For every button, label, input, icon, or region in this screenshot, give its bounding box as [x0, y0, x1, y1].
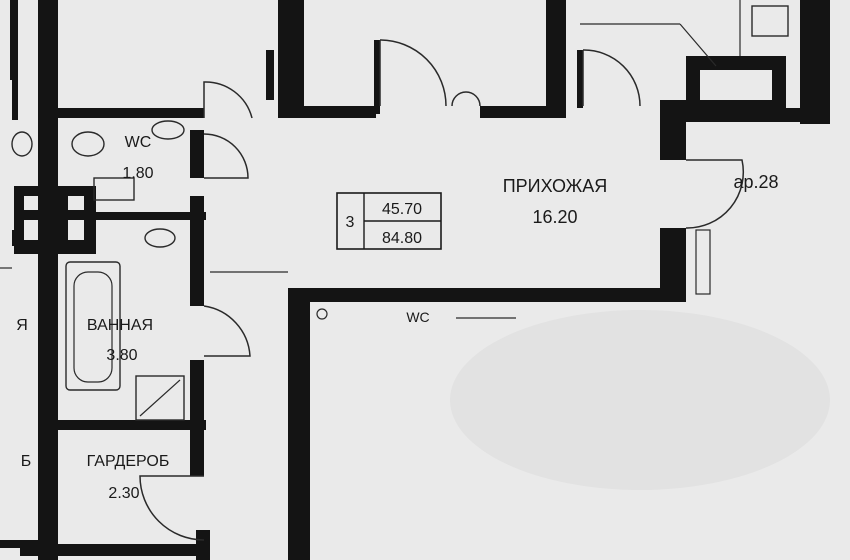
wall-partition-3	[14, 240, 96, 254]
wall-left-thin	[12, 80, 18, 120]
wall-kitchen-top	[686, 56, 786, 70]
door-arc-closet	[379, 39, 447, 107]
wall-partition-2	[14, 210, 96, 220]
door-arc-small	[451, 91, 481, 107]
sink-wc	[151, 120, 185, 140]
total-area: 84.80	[382, 230, 422, 247]
door-arc-wardrobe	[139, 475, 205, 541]
entrance-jamb	[695, 229, 711, 295]
wc-faded-label: WC	[406, 309, 429, 325]
kitchen-sink	[751, 5, 789, 37]
wall-stub-left	[12, 230, 22, 246]
shower-tray	[135, 375, 185, 421]
wardrobe-name: ГАРДЕРОБ	[87, 453, 170, 470]
wc-name: WC	[125, 134, 152, 151]
wall-lower-room-left	[288, 288, 310, 560]
apartment-number: ap.28	[733, 172, 778, 192]
wall-top-left-stub	[10, 0, 18, 80]
wall-bottom-left	[0, 540, 40, 548]
wall-partition-4	[14, 186, 24, 254]
hall-name: ПРИХОЖАЯ	[503, 176, 608, 196]
wall-wc-right-upper	[190, 130, 204, 178]
wc-area: 1.80	[122, 165, 153, 182]
door-arc-bath	[203, 305, 251, 357]
wall-left-exterior	[38, 0, 58, 560]
left-b-fragment: Б	[21, 453, 32, 470]
hall-area: 16.20	[532, 207, 577, 227]
wall-partition-1	[14, 186, 96, 196]
bath-name: ВАННАЯ	[87, 317, 153, 334]
wall-wc-top	[58, 108, 204, 118]
sink-bath	[144, 228, 176, 248]
shadow-smudge	[450, 310, 830, 490]
bathtub	[65, 261, 121, 391]
door-arc-top-left	[203, 81, 253, 119]
wall-partition-6	[58, 186, 68, 254]
wall-right-col-lower	[660, 228, 686, 292]
wall-right-exterior	[800, 0, 830, 124]
left-edge-fragment: Я	[16, 317, 28, 334]
area-box: 3 45.70 84.80	[336, 192, 442, 250]
wall-bath-bottom	[58, 420, 206, 430]
wall-hall-bottom	[288, 288, 686, 302]
wall-top-mid	[278, 0, 304, 118]
wardrobe-area: 2.30	[108, 485, 139, 502]
wall-hall-top-2	[480, 106, 566, 118]
door-arc-wc	[203, 133, 249, 179]
wall-wc-right-mid	[190, 196, 204, 306]
wall-right-door-jamb	[577, 50, 583, 108]
wall-hall-top-1	[296, 106, 376, 118]
rooms-count: 3	[346, 214, 355, 231]
wall-bath-right-lower	[190, 360, 204, 420]
room-labels: WC 1.80 ПРИХОЖАЯ 16.20 ap.28 ВАННАЯ 3.80…	[16, 134, 778, 502]
wall-top-right	[546, 0, 566, 116]
door-arc-right	[582, 49, 641, 107]
wall-right-col-upper	[660, 100, 686, 160]
living-area: 45.70	[382, 201, 422, 218]
wall-wardrobe-corner	[196, 530, 210, 560]
wall-right-horizontal	[686, 108, 826, 122]
fixtures	[0, 0, 789, 541]
wall-partition-5	[84, 186, 96, 254]
wall-wardrobe-bottom	[20, 544, 206, 556]
pipe-circle	[316, 308, 328, 320]
shower-diagonal	[139, 379, 181, 417]
bathtub-inner	[73, 271, 113, 383]
wall-wardrobe-right	[190, 420, 204, 476]
kitchen-diagonal	[679, 23, 717, 67]
door-arc-entrance	[685, 159, 745, 229]
toilet-2	[11, 131, 33, 157]
cistern	[93, 177, 135, 201]
walls	[0, 0, 830, 560]
toilet-1	[71, 131, 105, 157]
bath-area: 3.80	[106, 347, 137, 364]
wall-bath-top	[96, 212, 206, 220]
wall-door-jamb	[266, 50, 274, 100]
wall-closet-side	[374, 40, 380, 114]
